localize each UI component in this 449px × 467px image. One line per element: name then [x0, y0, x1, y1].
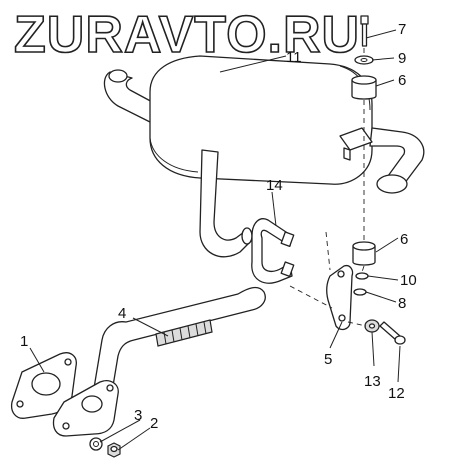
callout-6-lower: 6	[400, 231, 408, 248]
lower-cushion	[352, 241, 376, 266]
callout-10: 10	[400, 272, 417, 289]
top-bolt	[360, 15, 369, 47]
callout-1: 1	[20, 333, 28, 350]
callout-8: 8	[398, 295, 406, 312]
muffler-bracket	[339, 127, 373, 161]
front-flange	[10, 352, 77, 419]
bracket-nut	[364, 319, 380, 333]
callout-9: 9	[398, 50, 406, 67]
muffler-outlet-pipe	[369, 127, 425, 194]
lower-washer-10	[355, 272, 369, 280]
hanger-pipe	[199, 149, 253, 258]
callout-5: 5	[324, 351, 332, 368]
top-cushion	[351, 75, 377, 100]
callout-4: 4	[118, 305, 126, 322]
callout-14: 14	[266, 177, 283, 194]
muffler	[149, 55, 373, 185]
assembly-line-bolt	[347, 321, 367, 327]
leader-lines	[29, 29, 401, 451]
callout-13: 13	[364, 373, 381, 390]
washer	[89, 437, 103, 451]
assembly-line-lower	[361, 265, 365, 273]
assembly-line-hanger	[289, 285, 333, 309]
rubber-hanger	[251, 218, 295, 284]
nut	[107, 442, 121, 458]
callout-2: 2	[150, 415, 158, 432]
pipe-flange	[52, 380, 119, 437]
bracket-bolt	[379, 321, 406, 345]
assembly-line-bracket	[325, 231, 331, 271]
callout-3: 3	[134, 407, 142, 424]
watermark: ZURAVTO.RU	[14, 6, 360, 64]
callout-6-top: 6	[398, 72, 406, 89]
exhaust-pipe	[93, 286, 266, 393]
lower-washer-8	[353, 288, 367, 296]
callout-7: 7	[398, 21, 406, 38]
callout-11: 11	[286, 49, 302, 66]
top-washer	[354, 55, 374, 65]
callout-12: 12	[388, 385, 405, 402]
muffler-inlet-pipe	[103, 69, 157, 123]
mount-bracket	[326, 264, 354, 331]
